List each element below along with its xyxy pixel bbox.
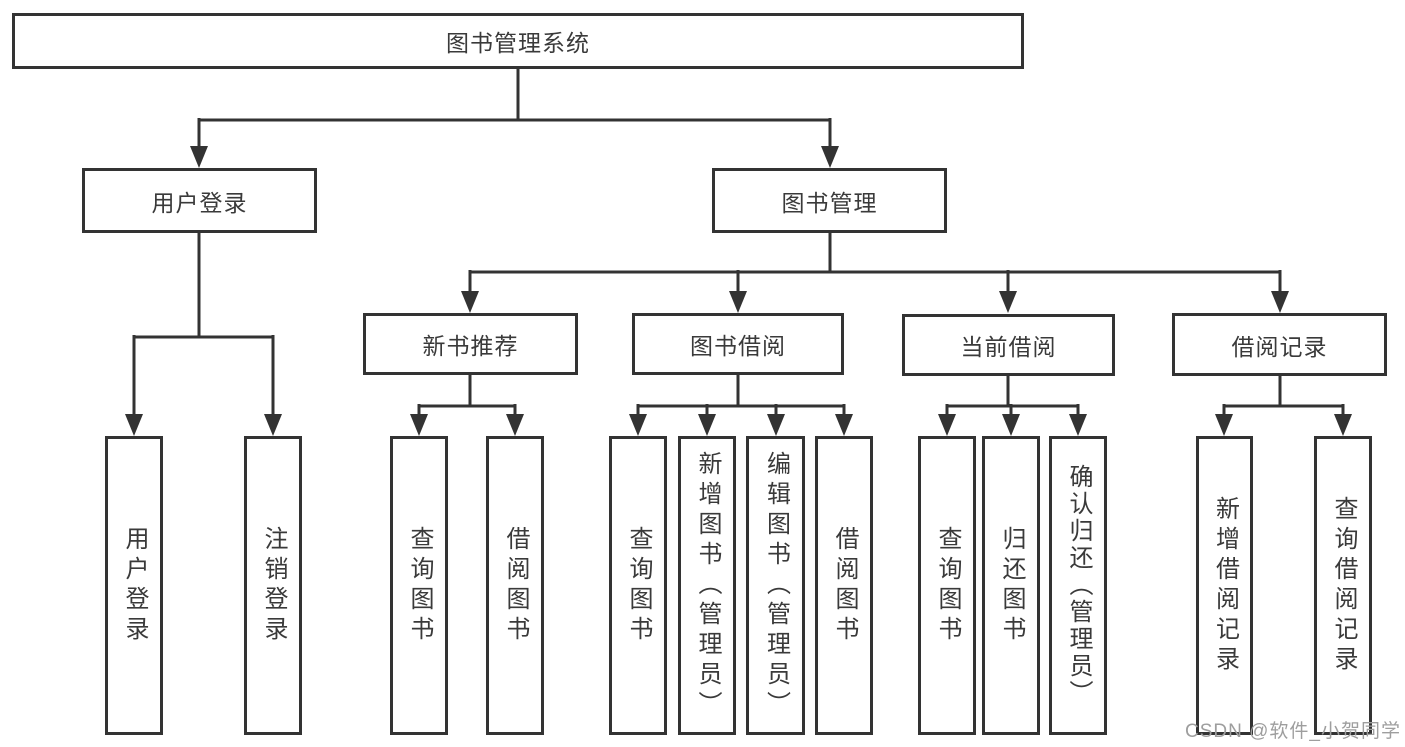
leaf-user-login: 用户登录 [105, 436, 163, 735]
leaf-add-borrow-record: 新增借阅记录 [1196, 436, 1253, 735]
leaf-label: 查询图书 [406, 525, 433, 646]
leaf-query-books-current: 查询图书 [918, 436, 976, 735]
leaf-query-books-recommend: 查询图书 [390, 436, 448, 735]
leaf-edit-book-admin: 编辑图书（管理员） [746, 436, 805, 735]
leaf-return-books: 归还图书 [982, 436, 1040, 735]
node-library-management-system: 图书管理系统 [12, 13, 1024, 69]
leaf-label: 借阅图书 [502, 525, 529, 646]
leaf-query-borrow-record: 查询借阅记录 [1314, 436, 1372, 735]
node-new-book-recommendation: 新书推荐 [363, 313, 578, 375]
node-label: 新书推荐 [422, 333, 519, 359]
leaf-label: 注销登录 [260, 525, 287, 646]
node-book-borrowing: 图书借阅 [632, 313, 844, 375]
watermark: CSDN @软件_小贺同学 [1185, 721, 1401, 742]
node-label: 借阅记录 [1231, 333, 1328, 360]
leaf-logout: 注销登录 [244, 436, 302, 735]
leaf-label: 借阅图书 [831, 525, 858, 646]
leaf-label: 新增图书（管理员） [694, 450, 721, 721]
leaf-borrow-books: 借阅图书 [815, 436, 873, 735]
node-borrowing-records: 借阅记录 [1172, 313, 1387, 376]
node-label: 用户登录 [151, 189, 248, 216]
node-label: 图书借阅 [690, 333, 786, 359]
leaf-label: 查询图书 [625, 525, 652, 646]
leaf-label: 编辑图书（管理员） [762, 450, 790, 721]
leaf-label: 用户登录 [121, 525, 148, 646]
leaf-query-books-borrow: 查询图书 [609, 436, 667, 735]
leaf-label: 查询借阅记录 [1330, 495, 1357, 676]
node-book-management: 图书管理 [712, 168, 947, 233]
node-label: 图书管理 [781, 189, 878, 216]
leaf-label: 确认归还（管理员） [1065, 464, 1092, 707]
leaf-label: 新增借阅记录 [1211, 495, 1239, 676]
node-label: 图书管理系统 [446, 30, 590, 56]
node-label: 当前借阅 [960, 334, 1057, 360]
leaf-confirm-return-admin: 确认归还（管理员） [1049, 436, 1107, 735]
node-user-login: 用户登录 [82, 168, 317, 233]
node-current-borrowing: 当前借阅 [902, 314, 1115, 376]
leaf-label: 归还图书 [998, 525, 1025, 646]
leaf-borrow-books-recommend: 借阅图书 [486, 436, 544, 735]
leaf-add-book-admin: 新增图书（管理员） [678, 436, 736, 735]
leaf-label: 查询图书 [934, 525, 961, 646]
arrowhead-icons [125, 146, 1352, 436]
